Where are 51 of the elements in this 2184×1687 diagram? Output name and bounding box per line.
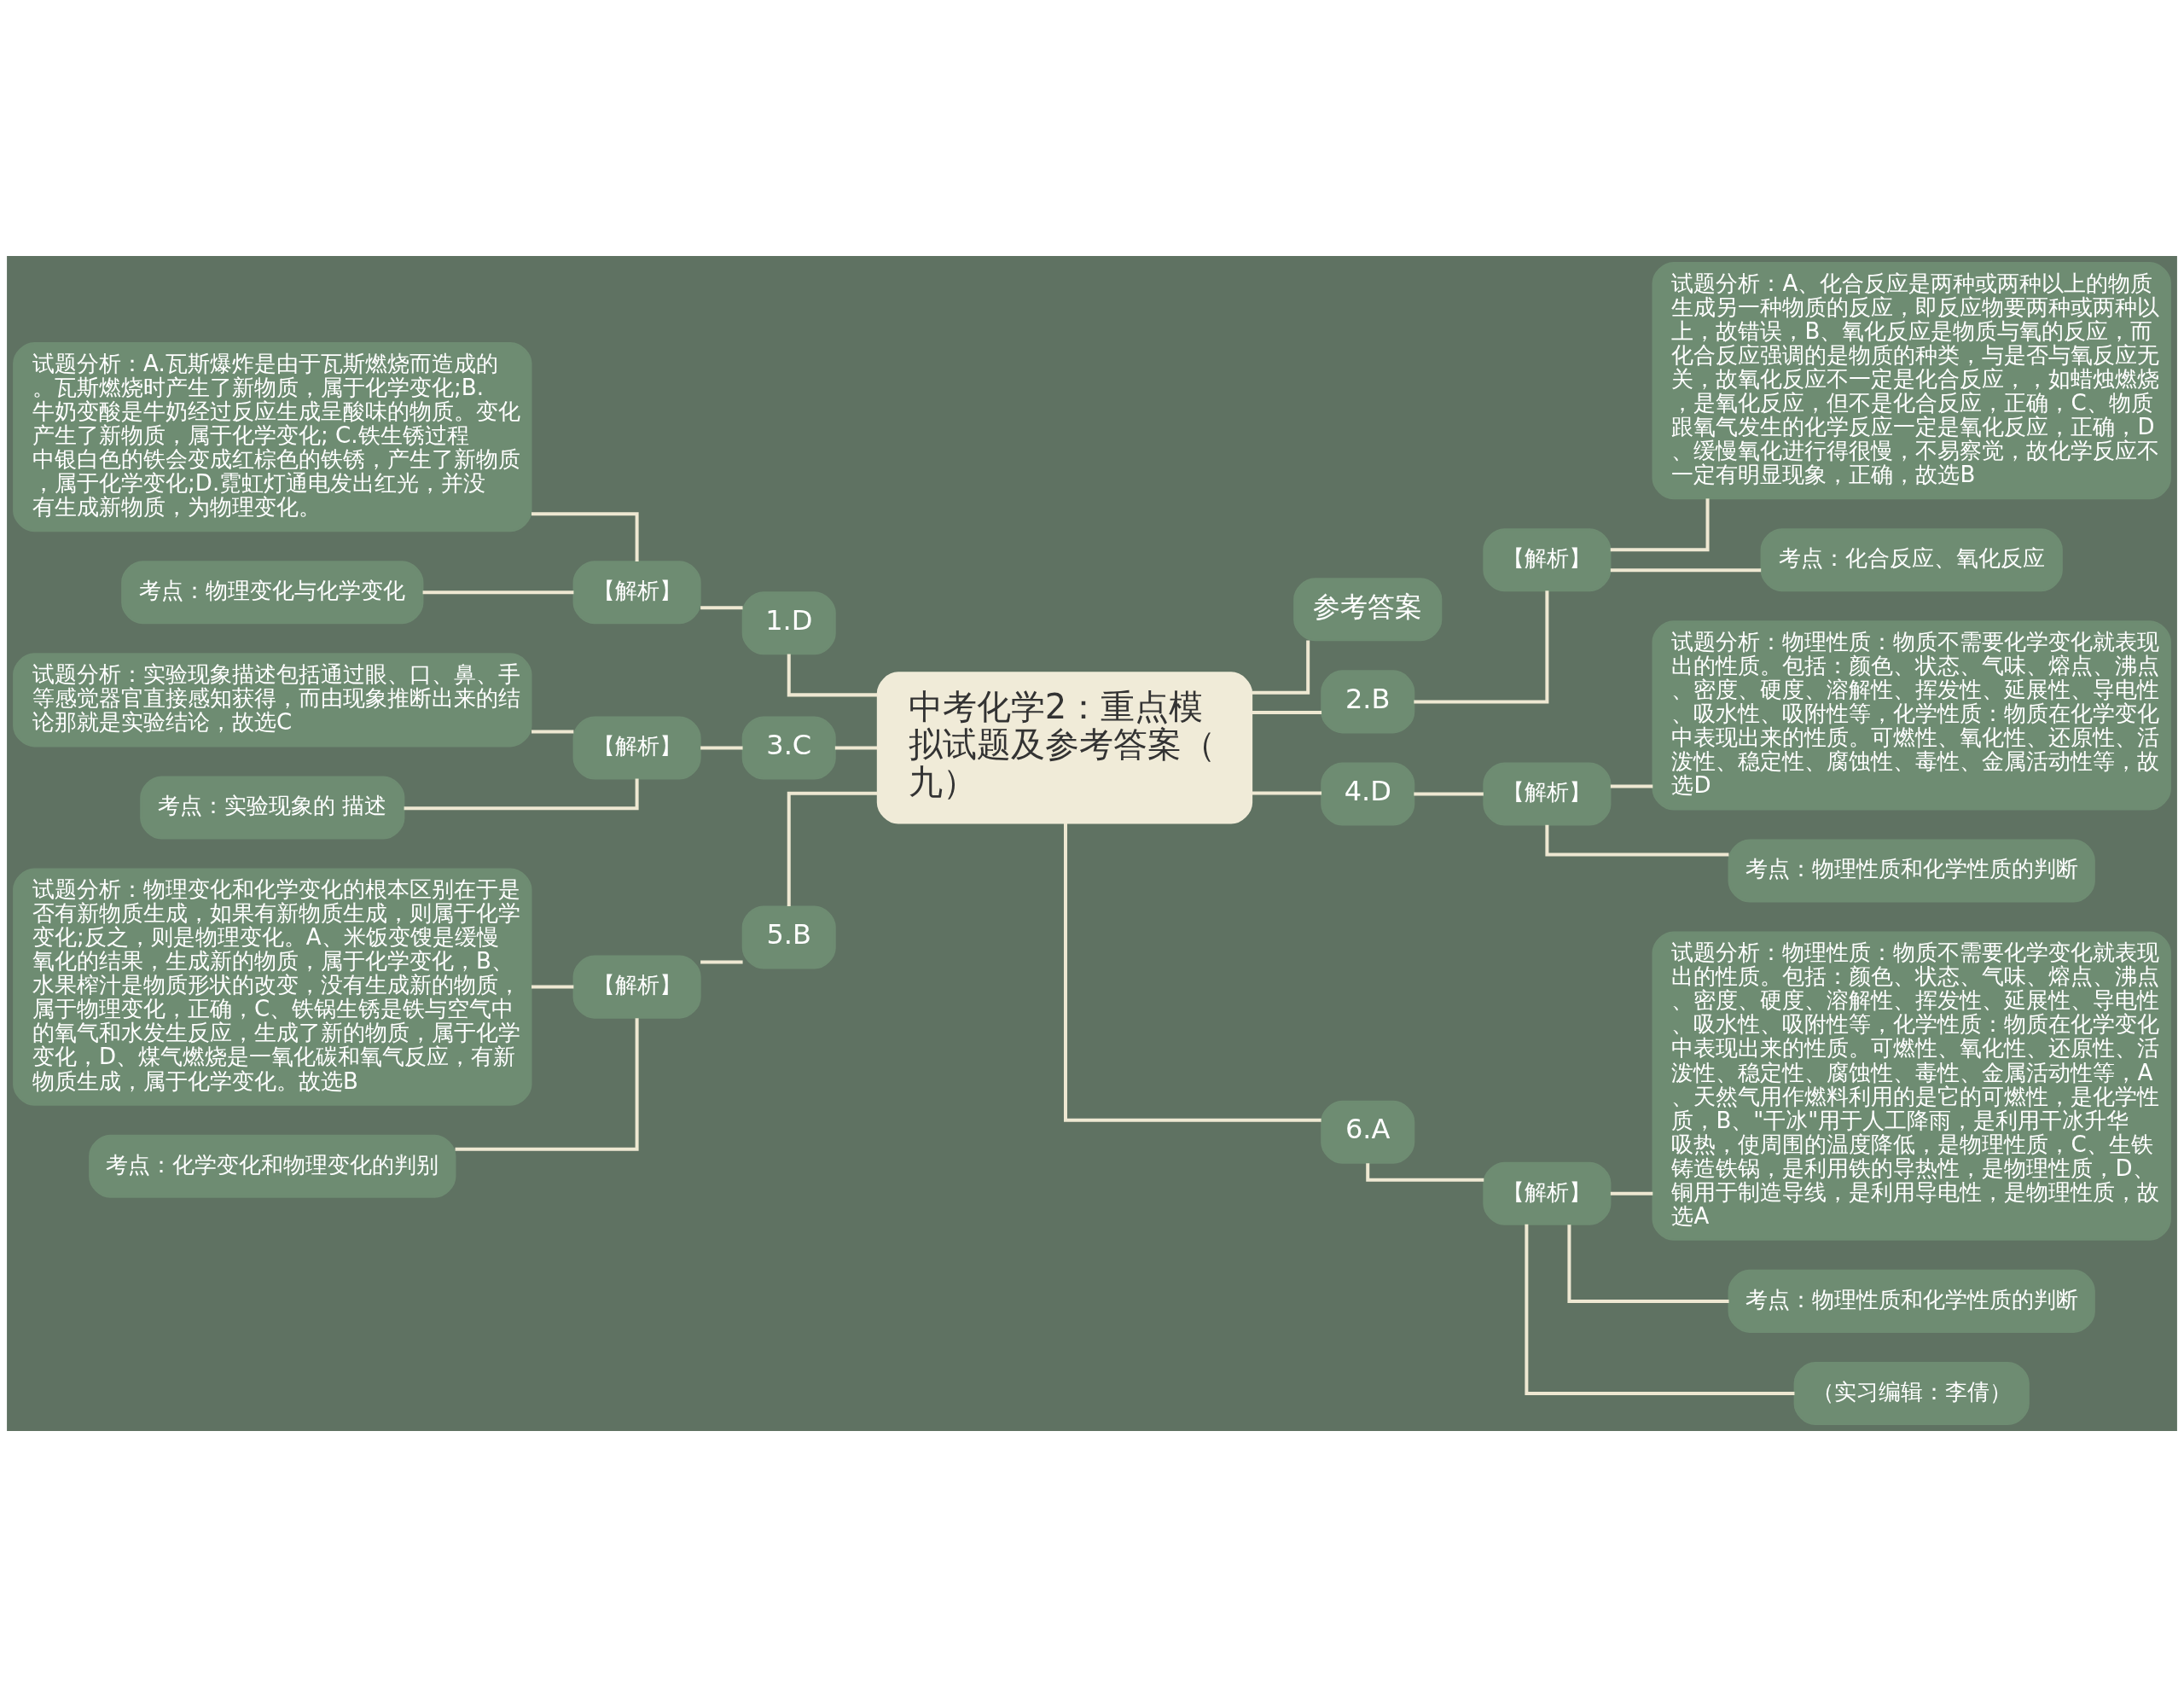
connector xyxy=(1414,590,1549,704)
connector xyxy=(1366,1163,1484,1182)
node-box: 【解析】 xyxy=(572,716,701,780)
connector xyxy=(1252,711,1322,715)
node-box: 试题分析：A.瓦斯爆炸是由于瓦斯燃烧而造成的。瓦斯燃烧时产生了新物质，属于化学变化;B.牛奶变酸是牛奶经过反应生成呈酸味的物质。变化产生了新物质，属于化学变化; C.铁生锈过程中银白色的铁会变成红棕色的铁锈，产生了新物质，属于化学变化;D.霓虹灯通电发出红光，并没有生成新物质，为物理变化。 xyxy=(13,342,532,532)
node-box: 【解析】 xyxy=(1483,762,1612,826)
node-box: 【解析】 xyxy=(572,561,701,625)
connector xyxy=(1525,1224,1795,1395)
connector xyxy=(1252,640,1310,695)
connector xyxy=(787,654,878,697)
node-box: （实习编辑：李倩） xyxy=(1793,1361,2030,1425)
connector xyxy=(700,960,743,964)
node-box: 【解析】 xyxy=(1483,528,1612,592)
node-box: 考点：物理性质和化学性质的判断 xyxy=(1728,839,2095,903)
connector xyxy=(531,730,574,734)
node-box: 考点：物理变化与化学变化 xyxy=(121,561,424,625)
connector xyxy=(700,606,743,610)
node-box: 考点：实验现象的 描述 xyxy=(140,776,405,840)
connector xyxy=(1414,792,1484,796)
connector xyxy=(834,746,878,750)
node-box: 6.A xyxy=(1321,1100,1415,1164)
connector xyxy=(700,746,743,750)
node-box: 3.C xyxy=(741,716,836,780)
node-box: 考点：物理性质和化学性质的判断 xyxy=(1728,1269,2095,1333)
node-box: 试题分析：A、化合反应是两种或两种以上的物质生成另一种物质的反应，即反应物要两种或两种以上，故错误，B、氧化反应是物质与氧的反应，而化合反应强调的是物质的种类，与是否与氧反应无关，故氧化反应不一定是化合反应，，如蜡烛燃烧，是氧化反应，但不是化合反应，正确，C、物质跟氧气发生的化学反应一定是氧化反应，正确，D、缓慢氧化进行得很慢，不易察觉，故化学反应不一定有明显现象，正确，故选B xyxy=(1652,262,2171,500)
connector xyxy=(531,985,574,989)
connector xyxy=(1064,823,1321,1122)
node-box: 试题分析：物理性质：物质不需要化学变化就表现出的性质。包括：颜色、状态、气味、熔点、沸点、密度、硬度、溶解性、挥发性、延展性、导电性、吸水性、吸附性等，化学性质：物质在化学变化中表现出来的性质。可燃性、氧化性、还原性、活泼性、稳定性、腐蚀性、毒性、金属活动性等，故选D xyxy=(1652,620,2171,811)
connector xyxy=(787,791,878,906)
node-box: 5.B xyxy=(741,905,836,969)
connector xyxy=(455,1018,639,1151)
node-box: 试题分析：物理性质：物质不需要化学变化就表现出的性质。包括：颜色、状态、气味、熔点、沸点、密度、硬度、溶解性、挥发性、延展性、导电性、吸水性、吸附性等，化学性质：物质在化学变化中表现出来的性质。可燃性、氧化性、还原性、活泼性、稳定性、腐蚀性、毒性、金属活动性等，A、天然气用作燃料利用的是它的可燃性，是化学性质，B、"干冰"用于人工降雨，是利用干冰升华吸热，使周围的温度降低，是物理性质，C、生铁铸造铁锅，是利用铁的导热性，是物理性质，D、铜用于制造导线，是利用导电性，是物理性质，故选A xyxy=(1652,931,2171,1241)
node-box: 中考化学2：重点模拟试题及参考答案（九） xyxy=(876,672,1253,824)
node-box: 试题分析：实验现象描述包括通过眼、口、鼻、手等感觉器官直接感知获得，而由现象推断出来的结论那就是实验结论，故选C xyxy=(13,653,532,748)
connector xyxy=(1252,791,1322,795)
connector xyxy=(1610,784,1653,788)
connector xyxy=(531,512,639,561)
connector xyxy=(1610,568,1762,573)
node-box: 试题分析：物理变化和化学变化的根本区别在于是否有新物质生成，如果有新物质生成，则属于化学变化;反之，则是物理变化。A、米饭变馊是缓慢氧化的结果，生成新的物质，属于化学变化，B、水果榨汁是物质形状的改变，没有生成新的物质，属于物理变化，正确，C、铁锅生锈是铁与空气中的氧气和水发生反应，生成了新的物质，属于化学变化，D、煤气燃烧是一氧化碳和氧气反应，有新物质生成，属于化学变化。故选B xyxy=(13,868,532,1106)
connector xyxy=(1610,1191,1653,1195)
node-box: 考点：化学变化和物理变化的判别 xyxy=(89,1134,456,1198)
node-box: 参考答案 xyxy=(1293,578,1443,642)
node-box: 2.B xyxy=(1321,670,1415,734)
node-box: 【解析】 xyxy=(1483,1161,1612,1225)
node-box: 【解析】 xyxy=(572,955,701,1019)
connector xyxy=(1567,1225,1729,1303)
node-box: 考点：化合反应、氧化反应 xyxy=(1760,528,2063,592)
node-box: 4.D xyxy=(1321,762,1415,826)
connector xyxy=(1610,498,1710,552)
connector xyxy=(422,590,574,595)
node-box: 1.D xyxy=(741,591,836,655)
